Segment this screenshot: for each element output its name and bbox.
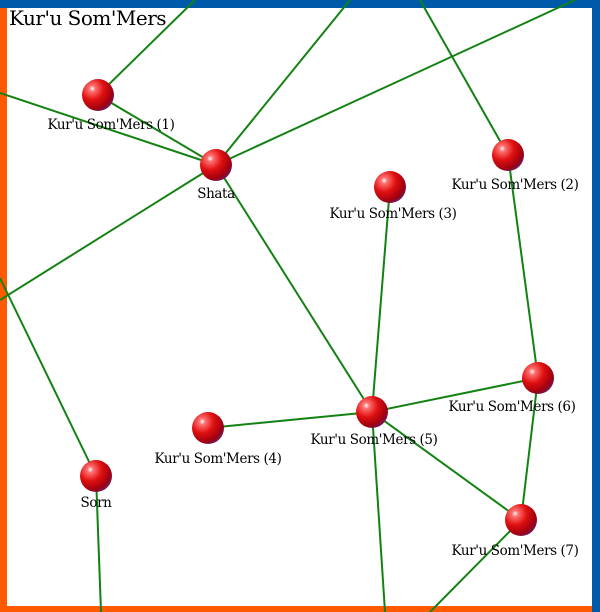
route-k2-k6 — [507, 154, 539, 379]
system-label: Sorn — [81, 495, 113, 511]
frame-right — [592, 0, 600, 612]
star-system-icon[interactable] — [356, 396, 388, 428]
route-k5-offmap — [371, 411, 386, 612]
frame-bottom — [0, 606, 592, 612]
system-label: Kur'u Som'Mers (4) — [155, 451, 282, 467]
route-k6-k7 — [520, 377, 539, 521]
star-system-icon[interactable] — [80, 460, 112, 492]
system-sorn[interactable]: Sorn — [80, 460, 113, 511]
system-label: Kur'u Som'Mers (6) — [449, 399, 576, 415]
star-system-icon[interactable] — [82, 79, 114, 111]
system-k3[interactable]: Kur'u Som'Mers (3) — [330, 171, 457, 222]
star-system-icon[interactable] — [492, 139, 524, 171]
system-k4[interactable]: Kur'u Som'Mers (4) — [155, 412, 282, 467]
system-label: Kur'u Som'Mers (7) — [452, 543, 579, 559]
system-label: Kur'u Som'Mers (2) — [452, 177, 579, 193]
route-k5-k7 — [371, 411, 522, 521]
route-k4-k5 — [207, 411, 373, 429]
route-k5-k6 — [371, 377, 539, 413]
route-shata-offmap — [215, 0, 351, 166]
system-k5[interactable]: Kur'u Som'Mers (5) — [311, 396, 438, 448]
star-system-icon[interactable] — [192, 412, 224, 444]
system-k2[interactable]: Kur'u Som'Mers (2) — [452, 139, 579, 193]
route-k3-k5 — [371, 186, 391, 413]
map-title: Kur'u Som'Mers — [9, 6, 167, 30]
system-label: Kur'u Som'Mers (3) — [330, 206, 457, 222]
route-sorn-offmap — [95, 475, 102, 612]
system-label: Kur'u Som'Mers (5) — [311, 432, 438, 448]
route-shata-k5 — [215, 164, 373, 413]
system-k7[interactable]: Kur'u Som'Mers (7) — [452, 504, 579, 559]
system-label: Shata — [197, 186, 235, 202]
route-shata-offmap — [0, 92, 217, 166]
star-system-icon[interactable] — [522, 362, 554, 394]
route-sorn-offmap — [0, 277, 97, 477]
frame-top — [0, 0, 600, 8]
system-k6[interactable]: Kur'u Som'Mers (6) — [449, 362, 576, 415]
star-system-icon[interactable] — [505, 504, 537, 536]
system-label: Kur'u Som'Mers (1) — [48, 117, 175, 133]
route-k7-offmap — [429, 519, 522, 612]
route-k1-shata — [97, 94, 217, 166]
star-system-icon[interactable] — [200, 149, 232, 181]
route-k2-offmap — [419, 0, 509, 156]
system-shata[interactable]: Shata — [197, 149, 235, 202]
star-system-icon[interactable] — [374, 171, 406, 203]
route-shata-offmap — [0, 164, 217, 301]
route-shata-offmap — [215, 0, 576, 166]
frame-left — [0, 8, 7, 612]
route-k1-offmap — [97, 0, 196, 96]
system-k1[interactable]: Kur'u Som'Mers (1) — [48, 79, 175, 133]
